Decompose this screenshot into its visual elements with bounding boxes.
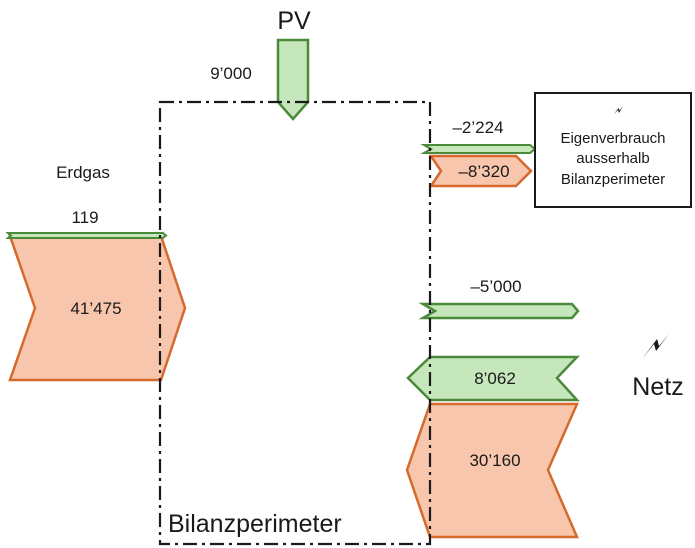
- lightning-icon: [642, 334, 669, 359]
- netz-label: Netz: [632, 373, 683, 401]
- lightning-icon: [614, 106, 623, 114]
- erdgas-orange-value: 41’475: [70, 299, 121, 318]
- self-consumption-orange-arrow: [428, 154, 533, 188]
- self-consumption-green-value: –2’224: [452, 118, 503, 137]
- netz-orange-arrow: [405, 402, 579, 539]
- self-consumption-orange-value: –8’320: [458, 162, 509, 181]
- self-consumption-box: [534, 92, 692, 208]
- pv-arrow: [276, 38, 310, 121]
- pv-value: 9’000: [210, 64, 252, 83]
- self-consumption-green-arrow: [420, 144, 537, 154]
- balance-perimeter: [158, 100, 432, 546]
- netz-export-arrow: [418, 302, 580, 320]
- self-consumption-box-line-1: Eigenverbrauch: [560, 130, 665, 147]
- erdgas-label: Erdgas: [56, 163, 110, 182]
- self-consumption-box-line-2: ausserhalb: [576, 150, 649, 167]
- pv-label: PV: [277, 7, 311, 35]
- netz-import-green-value: 8’062: [474, 369, 516, 388]
- netz-import-orange-value: 30’160: [469, 451, 520, 470]
- erdgas-green-arrow: [5, 232, 168, 239]
- perimeter-label: Bilanzperimeter: [168, 510, 342, 538]
- self-consumption-box-line-3: Bilanzperimeter: [561, 171, 665, 188]
- netz-export-value: –5’000: [470, 277, 521, 296]
- netz-green-arrow: [406, 355, 580, 402]
- erdgas-green-value: 119: [71, 208, 98, 227]
